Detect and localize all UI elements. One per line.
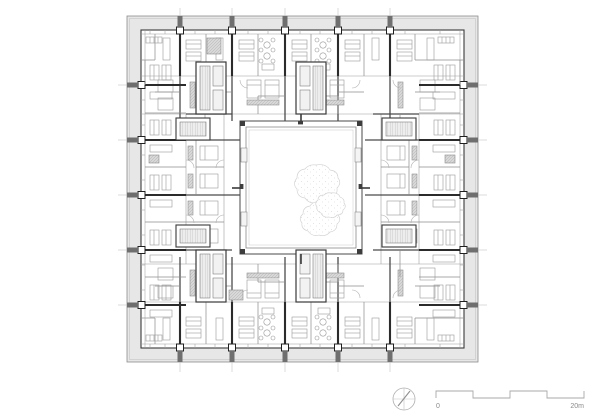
furniture-south	[145, 267, 455, 342]
facade-glazing	[141, 30, 464, 348]
structural-grid-lines	[118, 8, 487, 372]
furniture-north	[145, 36, 455, 111]
circulation-cores	[175, 61, 417, 303]
courtyard-links	[232, 114, 370, 264]
tree-canopy-right	[315, 192, 346, 218]
core-north-west	[195, 61, 227, 115]
core-west-lower	[175, 224, 211, 248]
core-north-east	[295, 61, 327, 115]
core-south-west	[195, 249, 227, 303]
wet-cores	[148, 37, 456, 301]
north-arrow	[392, 387, 416, 411]
core-east-lower	[381, 224, 417, 248]
core-east-upper	[381, 117, 417, 141]
courtyard-trees	[294, 164, 346, 236]
core-south-east	[295, 249, 327, 303]
scale-end-label: 20m	[570, 403, 584, 410]
scale-bar: 0 20m	[435, 390, 585, 410]
wing-south	[141, 257, 464, 362]
core-west-upper	[175, 117, 211, 141]
scale-start-label: 0	[436, 403, 440, 410]
